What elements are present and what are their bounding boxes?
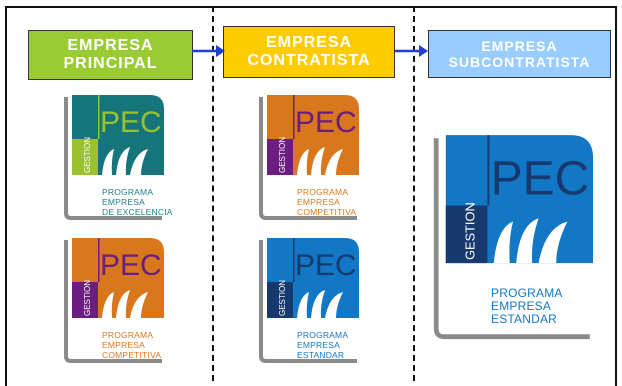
pec-logo-excelencia-brand: PEC: [100, 106, 162, 139]
pec-logo-competitiva-col1-side-label: GESTION: [83, 280, 92, 316]
pec-logo-estandar-col2: PEC GESTION PROGRAMA EMPRESA ESTANDAR: [259, 238, 359, 363]
pec-logo-competitiva-col2-brand: PEC: [295, 106, 357, 139]
pec-logo-excelencia-graphic: PEC GESTION: [64, 95, 164, 220]
empresa-contratista-line2: CONTRATISTA: [247, 52, 371, 69]
arrow-contratista-to-subcontratista: [395, 45, 428, 57]
empresa-principal-line2: PRINCIPAL: [63, 55, 158, 72]
pec-logo-estandar-col2-line2: EMPRESA: [297, 340, 340, 350]
pec-logo-excelencia-side-label: GESTION: [83, 137, 92, 173]
pec-logo-excelencia-line2: EMPRESA: [102, 197, 145, 207]
pec-logo-competitiva-col1-graphic: PEC GESTION: [64, 238, 164, 363]
pec-logo-estandar-col3-line2: EMPRESA: [491, 299, 552, 313]
pec-logo-excelencia-line3: DE EXCELENCIA: [102, 207, 173, 217]
pec-logo-estandar-col2-line3: ESTANDAR: [297, 350, 345, 360]
pec-logo-competitiva-col1-line3: COMPETITIVA: [102, 350, 162, 360]
pec-logo-estandar-col3-line3: ESTANDAR: [491, 312, 558, 326]
pec-logo-estandar-col2-brand: PEC: [295, 249, 357, 282]
pec-logo-competitiva-col1-line2: EMPRESA: [102, 340, 145, 350]
pec-logo-competitiva-col2-line2: EMPRESA: [297, 197, 340, 207]
empresa-contratista-line1: EMPRESA: [265, 33, 353, 51]
pec-logo-excelencia-line1: PROGRAMA: [102, 187, 154, 197]
column-divider-1: [212, 6, 214, 381]
pec-logo-competitiva-col1-brand: PEC: [100, 249, 162, 282]
empresa-subcontratista-line1: EMPRESA: [481, 37, 558, 54]
pec-logo-estandar-col3-side-label: GESTION: [463, 202, 478, 260]
pec-logo-estandar-col2-line1: PROGRAMA: [297, 330, 349, 340]
pec-logo-competitiva-col2-graphic: PEC GESTION: [259, 95, 359, 220]
pec-logo-competitiva-col1-line1: PROGRAMA: [102, 330, 154, 340]
empresa-contratista-box: EMPRESA CONTRATISTA: [223, 26, 395, 78]
pec-logo-competitiva-col1: PEC GESTION PROGRAMA EMPRESA COMPETITIVA: [64, 238, 164, 363]
pec-logo-competitiva-col2-side-label: GESTION: [278, 137, 287, 173]
pec-logo-estandar-col3-line1: PROGRAMA: [491, 286, 563, 300]
empresa-subcontratista-box: EMPRESA SUBCONTRATISTA: [428, 30, 611, 78]
pec-logo-competitiva-col2-line1: PROGRAMA: [297, 187, 349, 197]
pec-logo-competitiva-col2: PEC GESTION PROGRAMA EMPRESA COMPETITIVA: [259, 95, 359, 220]
pec-logo-estandar-col3-brand: PEC: [491, 152, 590, 205]
pec-logo-competitiva-col2-line3: COMPETITIVA: [297, 207, 357, 217]
pec-logo-estandar-col2-graphic: PEC GESTION: [259, 238, 359, 363]
pec-logo-competitiva-col2-caption: PROGRAMA EMPRESA COMPETITIVA: [297, 187, 356, 217]
pec-logo-excelencia-caption: PROGRAMA EMPRESA DE EXCELENCIA: [102, 187, 173, 217]
empresa-principal-line1: EMPRESA: [67, 36, 154, 54]
empresa-principal-box: EMPRESA PRINCIPAL: [28, 30, 193, 80]
pec-logo-estandar-col2-caption: PROGRAMA EMPRESA ESTANDAR: [297, 330, 348, 360]
pec-logo-competitiva-col1-caption: PROGRAMA EMPRESA COMPETITIVA: [102, 330, 161, 360]
pec-logo-estandar-col2-side-label: GESTION: [278, 280, 287, 316]
pec-logo-estandar-col3: PEC GESTION PROGRAMA EMPRESA ESTANDAR: [433, 135, 593, 340]
arrow-principal-to-contratista: [192, 45, 225, 57]
empresa-subcontratista-line2: SUBCONTRATISTA: [448, 54, 591, 70]
pec-logo-excelencia: PEC GESTION PROGRAMA EMPRESA DE EXCELENC…: [64, 95, 172, 220]
pec-logo-estandar-col3-graphic: PEC GESTION: [433, 135, 593, 340]
column-divider-2: [413, 6, 415, 381]
pec-logo-estandar-col3-caption: PROGRAMA EMPRESA ESTANDAR: [491, 287, 563, 326]
diagram-frame: [5, 6, 617, 386]
